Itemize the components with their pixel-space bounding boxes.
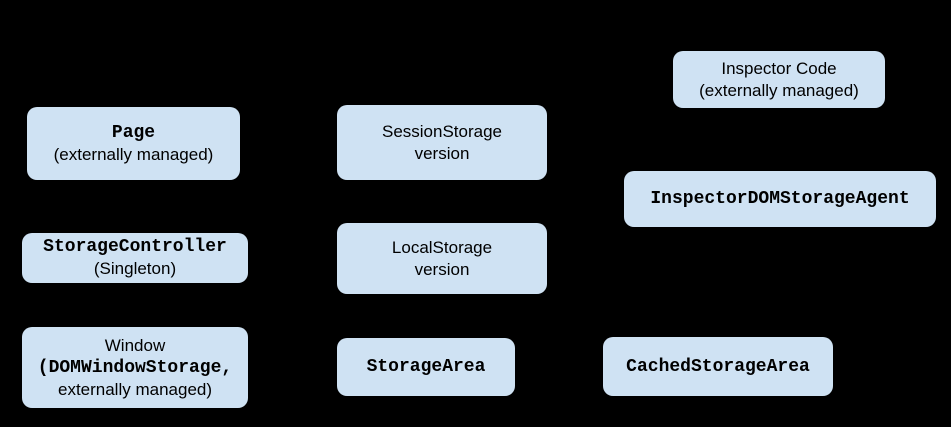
node-page-subtitle: (externally managed) [53,144,214,164]
node-local-storage-version: LocalStorage version [337,223,547,294]
node-session-storage-subtitle: version [414,143,470,163]
node-inspector-dom-storage-agent-title: InspectorDOMStorageAgent [650,189,910,209]
node-page-title: Page [111,122,156,143]
node-window-subtitle: externally managed) [57,379,213,399]
node-storage-area-title: StorageArea [366,357,486,377]
node-window-title: Window [104,335,166,355]
node-local-storage-subtitle: version [414,259,470,279]
node-storage-controller: StorageController (Singleton) [22,233,248,283]
node-inspector-dom-storage-agent: InspectorDOMStorageAgent [624,171,936,227]
node-inspector-code-subtitle: (externally managed) [699,80,859,100]
node-session-storage-title: SessionStorage [381,121,503,141]
node-inspector-code: Inspector Code (externally managed) [673,51,885,108]
node-page: Page (externally managed) [27,107,240,180]
node-storage-controller-subtitle: (Singleton) [93,259,177,278]
node-window: Window (DOMWindowStorage, externally man… [22,327,248,408]
node-window-subtitle-mono: (DOMWindowStorage, [37,357,233,378]
node-cached-storage-area-title: CachedStorageArea [626,356,810,377]
node-session-storage-version: SessionStorage version [337,105,547,180]
node-local-storage-title: LocalStorage [391,237,493,257]
node-storage-controller-title: StorageController [43,237,227,257]
node-cached-storage-area: CachedStorageArea [603,337,833,396]
node-storage-area: StorageArea [337,338,515,396]
node-inspector-code-title: Inspector Code [721,58,837,78]
